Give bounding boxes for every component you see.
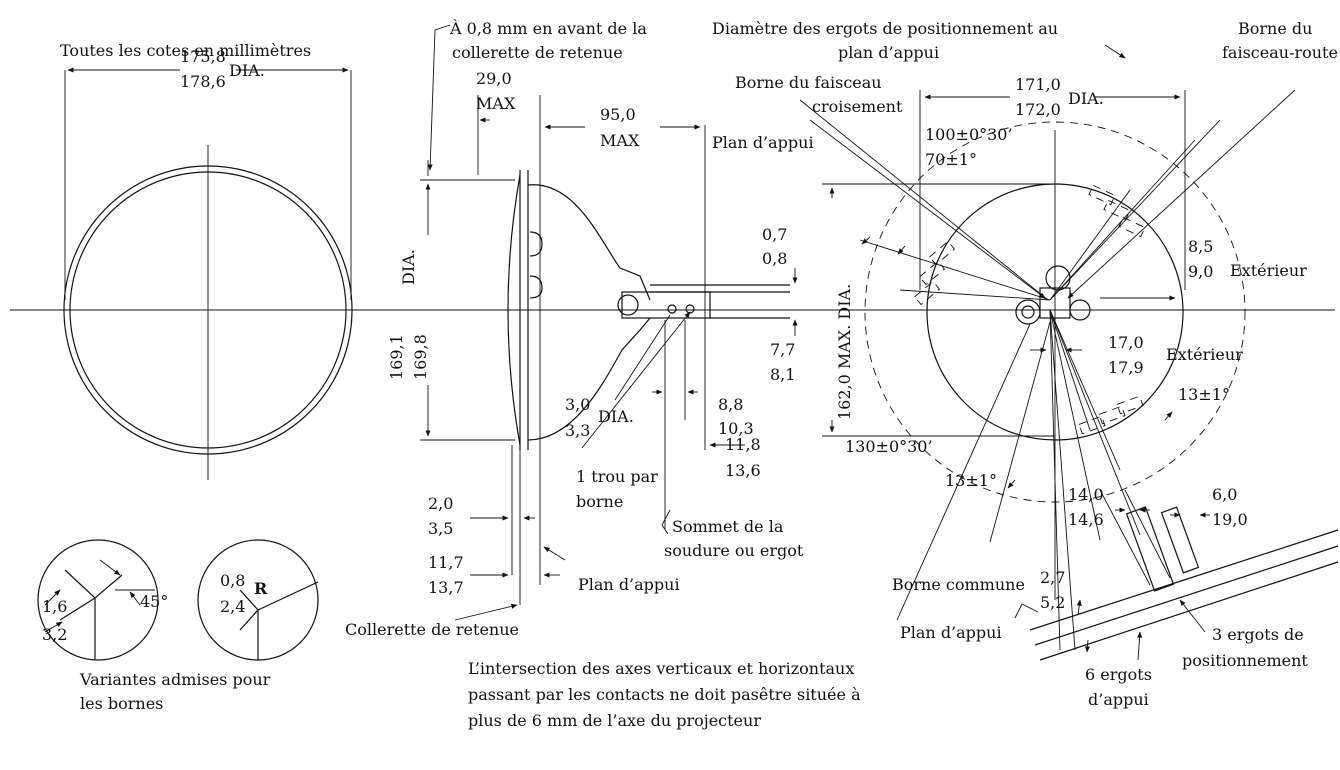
weld-top-1: Sommet de la	[672, 517, 784, 536]
terminal-variants	[37, 539, 319, 661]
variant-08: 0,8	[220, 571, 245, 590]
dim-140: 14,0	[1068, 485, 1104, 504]
dim-20: 2,0	[428, 494, 453, 513]
hole-dia: DIA.	[598, 407, 634, 426]
side-body-bottom	[527, 317, 651, 441]
hole-per-terminal-1: 1 trou par	[576, 467, 658, 486]
seating-plane-side: Plan d’appui	[578, 575, 680, 594]
dim-90: 9,0	[1188, 262, 1213, 281]
variants-caption-2: les bornes	[80, 694, 163, 713]
footnote-3: plus de 6 mm de l’axe du projecteur	[468, 711, 761, 730]
lug-dia-2: plan d’appui	[838, 43, 939, 62]
variant-32: 3,2	[42, 625, 67, 644]
side-95-max: MAX	[600, 131, 640, 150]
side-body-top	[527, 184, 651, 301]
high-beam-1: Borne du	[1238, 19, 1312, 38]
dim-103: 10,3	[718, 419, 754, 438]
front-view	[30, 67, 390, 480]
front-dia-1: 175,8	[180, 47, 226, 66]
side-dia-1: 169,1	[387, 334, 406, 380]
front-dia-suffix: DIA.	[229, 61, 265, 80]
terminal-08: 0,8	[762, 249, 787, 268]
variants-caption-1: Variantes admises pour	[79, 670, 271, 689]
variant-r: R	[254, 579, 268, 598]
side-dia-2: 169,8	[411, 334, 430, 380]
variant-24: 2,4	[220, 597, 245, 616]
dim-146: 14,6	[1068, 510, 1104, 529]
dim-136: 13,6	[725, 461, 761, 480]
angle-100: 100±0°30’	[925, 125, 1013, 144]
angle-13-right: 13±1°	[1178, 385, 1230, 404]
side-view	[10, 24, 1335, 621]
back-171: 171,0	[1015, 75, 1061, 94]
lug-dia-1: Diamètre des ergots de positionnement au	[712, 19, 1058, 38]
back-162: 162,0 MAX. DIA.	[835, 284, 854, 420]
three-lugs-1: 3 ergots de	[1212, 625, 1304, 644]
dim-85: 8,5	[1188, 237, 1213, 256]
terminal-07: 0,7	[762, 225, 787, 244]
lug-detail	[1014, 489, 1339, 661]
side-dia-suffix: DIA.	[399, 249, 418, 285]
exterior-1: Extérieur	[1230, 261, 1307, 280]
dim-137: 13,7	[428, 578, 464, 597]
six-lugs-1: 6 ergots	[1085, 665, 1152, 684]
dim-170: 17,0	[1108, 333, 1144, 352]
seating-plane-detail: Plan d’appui	[900, 623, 1002, 642]
side-95: 95,0	[600, 105, 636, 124]
back-view	[799, 44, 1296, 651]
terminal-81: 8,1	[770, 365, 795, 384]
back-dia: DIA.	[1068, 89, 1104, 108]
dim-88: 8,8	[718, 395, 743, 414]
common-terminal: Borne commune	[892, 575, 1025, 594]
angle-13-bottom: 13±1°	[945, 471, 997, 490]
seating-plane-back: Plan d’appui	[712, 133, 814, 152]
low-beam-1: Borne du faisceau	[735, 73, 882, 92]
three-lugs-2: positionnement	[1182, 651, 1308, 670]
side-29-max: MAX	[476, 94, 516, 113]
variant-16: 1,6	[42, 597, 67, 616]
all-dims-label: Toutes les cotes en millimètres	[60, 41, 311, 60]
dim-117: 11,7	[428, 553, 464, 572]
footnote-1: L’intersection des axes verticaux et hor…	[468, 659, 854, 678]
dim-118: 11,8	[725, 435, 761, 454]
angle-70: 70±1°	[925, 150, 977, 169]
dim-60: 6,0	[1212, 485, 1237, 504]
dim-35: 3,5	[428, 519, 453, 538]
back-172: 172,0	[1015, 100, 1061, 119]
dim-52: 5,2	[1040, 593, 1065, 612]
dim-27: 2,7	[1040, 568, 1065, 587]
ahead-line-2: collerette de retenue	[452, 43, 623, 62]
dim-190: 19,0	[1212, 510, 1248, 529]
retaining-flange: Collerette de retenue	[345, 620, 519, 639]
ahead-line-1: À 0,8 mm en avant de la	[449, 18, 647, 38]
variant-1-v	[64, 569, 123, 599]
terminal-77: 7,7	[770, 340, 795, 359]
footnote-2: passant par les contacts ne doit pasêtre…	[468, 685, 861, 704]
dim-179: 17,9	[1108, 358, 1144, 377]
hole-per-terminal-2: borne	[576, 492, 623, 511]
side-lens	[507, 174, 521, 446]
exterior-2: Extérieur	[1166, 345, 1243, 364]
variant-45: 45°	[140, 592, 168, 611]
six-lugs-2: d’appui	[1088, 690, 1149, 709]
weld-top-2: soudure ou ergot	[664, 541, 804, 560]
hole-30: 3,0	[565, 395, 590, 414]
hole-33: 3,3	[565, 421, 590, 440]
low-beam-2: croisement	[812, 97, 903, 116]
side-29: 29,0	[476, 69, 512, 88]
variant-circle-1	[37, 539, 159, 661]
angle-130: 130±0°30’	[845, 437, 933, 456]
front-dia-2: 178,6	[180, 72, 226, 91]
high-beam-2: faisceau-route	[1222, 43, 1338, 62]
terminal-block	[621, 291, 711, 319]
